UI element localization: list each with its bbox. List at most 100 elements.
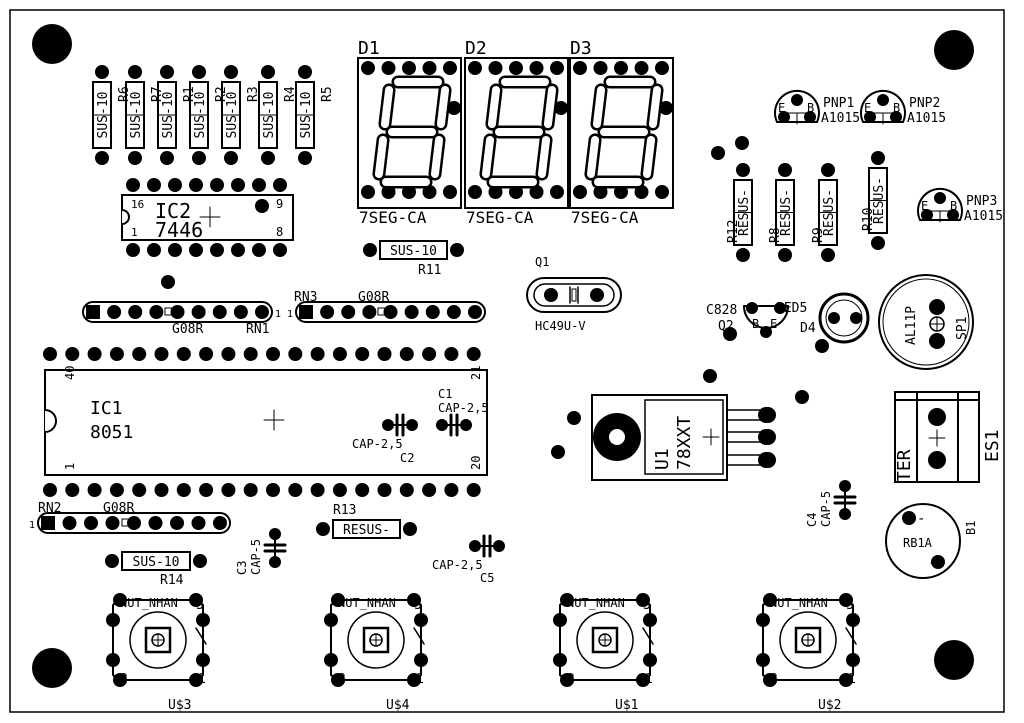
line [648,85,662,129]
pad [288,483,303,497]
via [551,445,565,459]
pad [377,483,392,497]
label: 40 [63,366,77,380]
pad [529,61,544,75]
pad [221,347,236,361]
pad [95,151,109,165]
outline [591,626,619,654]
pad [466,347,481,361]
label: E [770,317,777,331]
outline [526,277,622,313]
label: 9 [276,197,283,211]
pad [778,111,790,123]
via [711,146,725,160]
label: RB1A [903,536,933,550]
pad [273,178,287,192]
label: 16 [131,198,144,211]
label: U$1 [615,698,638,713]
pad [221,483,236,497]
value-label: SUS-10 [225,92,240,139]
pad [113,593,127,607]
outline [917,187,963,221]
pad [756,613,770,627]
label: 21 [469,366,483,380]
pad [210,243,224,257]
pad [233,305,248,319]
label: SP1 [955,317,970,340]
pad [109,347,124,361]
label: U1 [652,448,673,470]
pad [128,151,142,165]
pad [87,347,102,361]
label: E [864,101,871,115]
label: U$4 [386,698,410,713]
pad [422,483,437,497]
pad [774,302,786,314]
pad [928,451,946,469]
label: CAP-5 [819,491,833,527]
via [567,411,581,425]
pad [310,483,325,497]
label: A1015 [821,111,860,126]
pad [550,185,564,199]
outline [818,292,870,344]
label: C2 [400,451,414,465]
label: PNP2 [909,96,940,111]
pad [65,347,80,361]
label: 3 [643,598,651,613]
label: 2 [770,672,778,687]
label: 2 [120,672,128,687]
pad [643,653,657,667]
label: E [778,101,785,115]
label: D4 [800,321,816,336]
pad [659,101,673,115]
pad [84,516,98,530]
line [487,85,501,129]
mounting-hole [934,640,974,680]
pad [634,61,649,75]
label: C4 [805,513,819,527]
label: NUT_NHAN [338,596,396,610]
pad [331,673,345,687]
label: 8 [276,225,283,239]
capacitor: CAP-2,5C5 [432,534,505,585]
pad [361,185,375,199]
line [380,85,394,129]
pad [170,516,184,530]
outline [37,512,231,534]
pad [196,653,210,667]
pad [763,593,777,607]
pad [193,554,207,568]
pad [160,151,174,165]
pad [758,407,776,423]
pad [746,302,758,314]
label: C5 [480,571,494,585]
pad [191,305,206,319]
pad [758,429,776,445]
pad [407,593,421,607]
via [723,327,737,341]
pad [821,163,835,177]
value-label: SUS-10 [299,92,314,139]
pad [444,347,459,361]
pad [62,516,77,530]
capacitor: CAP-2,5C2 [352,413,418,465]
pad [573,61,587,75]
pad [273,243,287,257]
label: A1015 [964,209,1003,224]
ref-label: R12 [726,220,741,243]
pad [128,305,143,319]
pad [105,516,120,530]
pad [331,593,345,607]
pad [231,243,245,257]
pad [109,483,124,497]
label: G08R [103,501,134,516]
